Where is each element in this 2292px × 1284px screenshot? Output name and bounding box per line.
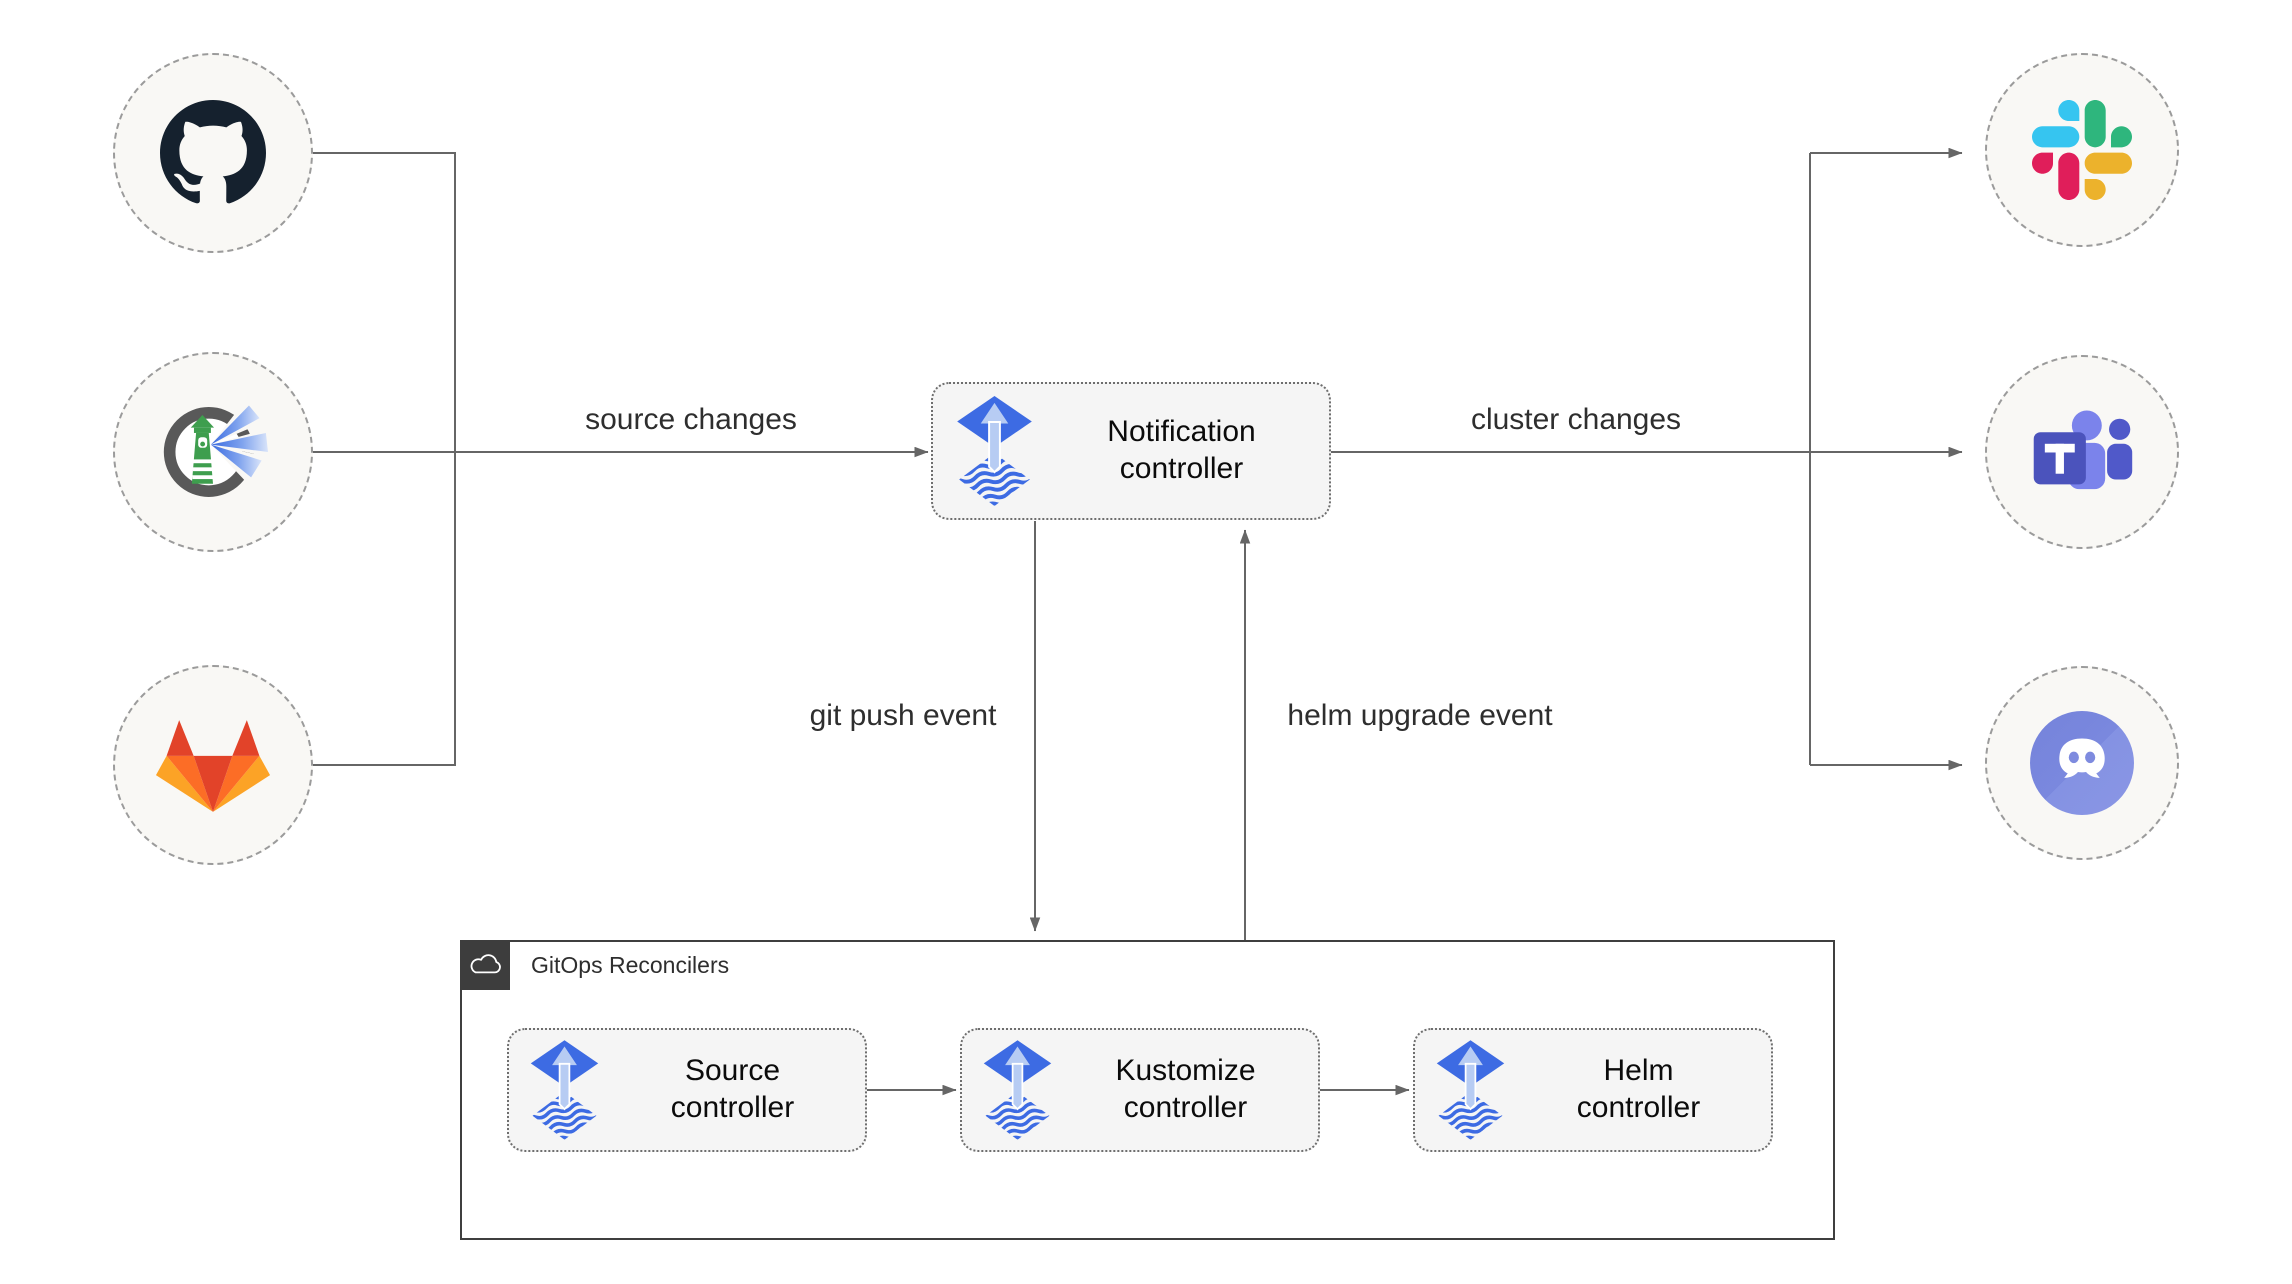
kustomize-controller-node: Kustomize controller <box>960 1028 1320 1152</box>
helm-controller-node: Helm controller <box>1413 1028 1773 1152</box>
gitlab-icon <box>155 717 271 814</box>
harbor-icon <box>158 397 271 507</box>
flux-icon <box>955 396 1034 506</box>
gitops-reconcilers-title: GitOps Reconcilers <box>531 951 730 978</box>
slack-node <box>1985 53 2179 247</box>
discord-node <box>1985 666 2179 860</box>
edge-label-git-push-event: git push event <box>805 699 1001 733</box>
gitops-reconcilers-header: GitOps Reconcilers <box>460 940 729 990</box>
teams-icon <box>2026 406 2138 498</box>
gitops-reconcilers-group: GitOps Reconcilers <box>460 940 1835 1240</box>
flux-icon <box>1435 1040 1506 1140</box>
helm-controller-label: Helm controller <box>1576 1054 1701 1124</box>
edge-label-cluster-changes: cluster changes <box>1466 403 1686 437</box>
notification-controller-label: Notification controller <box>1107 415 1256 485</box>
teams-node <box>1985 355 2179 549</box>
source-controller-label: Source controller <box>670 1054 795 1124</box>
discord-icon <box>2029 710 2135 816</box>
source-controller-node: Source controller <box>507 1028 867 1152</box>
edge-left-bus <box>313 152 456 766</box>
kustomize-controller-label: Kustomize controller <box>1115 1054 1256 1124</box>
cloud-icon <box>460 940 510 990</box>
harbor-node <box>113 352 313 552</box>
edge-label-helm-upgrade-event: helm upgrade event <box>1283 699 1557 733</box>
flux-icon <box>982 1040 1053 1140</box>
notification-controller-node: Notification controller <box>931 382 1331 520</box>
github-icon <box>160 100 266 206</box>
flux-icon <box>529 1040 600 1140</box>
github-node <box>113 53 313 253</box>
edge-label-source-changes: source changes <box>581 403 801 437</box>
slack-icon <box>2032 100 2132 200</box>
gitlab-node <box>113 665 313 865</box>
